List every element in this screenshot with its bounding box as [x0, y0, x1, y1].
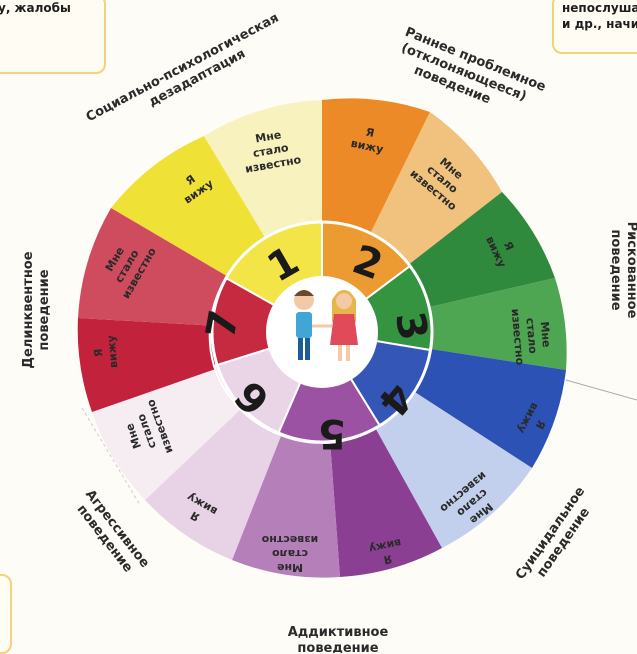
leader-line-right: [565, 379, 637, 401]
leader-line-left: [81, 407, 141, 506]
s7-see-2: вижу: [105, 335, 121, 369]
s5-known-3: известно: [261, 533, 318, 546]
s3-known-1: Мне: [538, 321, 553, 348]
sector-labels: Я вижу Мне стало известно Я вижу Мне ста…: [92, 125, 553, 574]
s7-see-1: Я: [92, 348, 106, 358]
s5-see-1: Я: [382, 552, 393, 566]
cat3-line1: Рискованное: [624, 222, 637, 319]
children-illustration: [294, 290, 358, 361]
cat1-line1: Социально-психологическая: [84, 11, 282, 126]
cat5-line2: поведение: [297, 641, 378, 653]
info-card-right: непослуша и др., начи: [552, 0, 637, 54]
s1-known-1: Мне: [254, 128, 282, 145]
card-left-text: у, жалобы: [0, 1, 71, 15]
s2-see-1: Я: [364, 125, 375, 139]
cat7-line1: Делинквентное: [21, 251, 36, 368]
card-right-line1: непослуша: [562, 1, 637, 15]
wheel-center: [266, 276, 378, 388]
card-right-line2: и др., начи: [562, 17, 637, 31]
wheel-separator-ring: [210, 220, 434, 444]
s5-known-1: Мне: [277, 561, 303, 574]
cat5-line1: Аддиктивное: [288, 625, 389, 640]
cat3-line2: поведение: [608, 229, 623, 310]
s3-known-2: стало: [523, 317, 539, 354]
s5-known-2: стало: [272, 547, 308, 560]
s1-known-2: стало: [252, 141, 290, 160]
wheel: [77, 98, 567, 578]
s3-known-3: известно: [509, 308, 527, 366]
cat7-line2: поведение: [37, 269, 52, 350]
number-5: 5: [318, 410, 346, 456]
sector-3-outer-b: [322, 278, 567, 370]
info-card-left: у, жалобы: [0, 0, 106, 74]
